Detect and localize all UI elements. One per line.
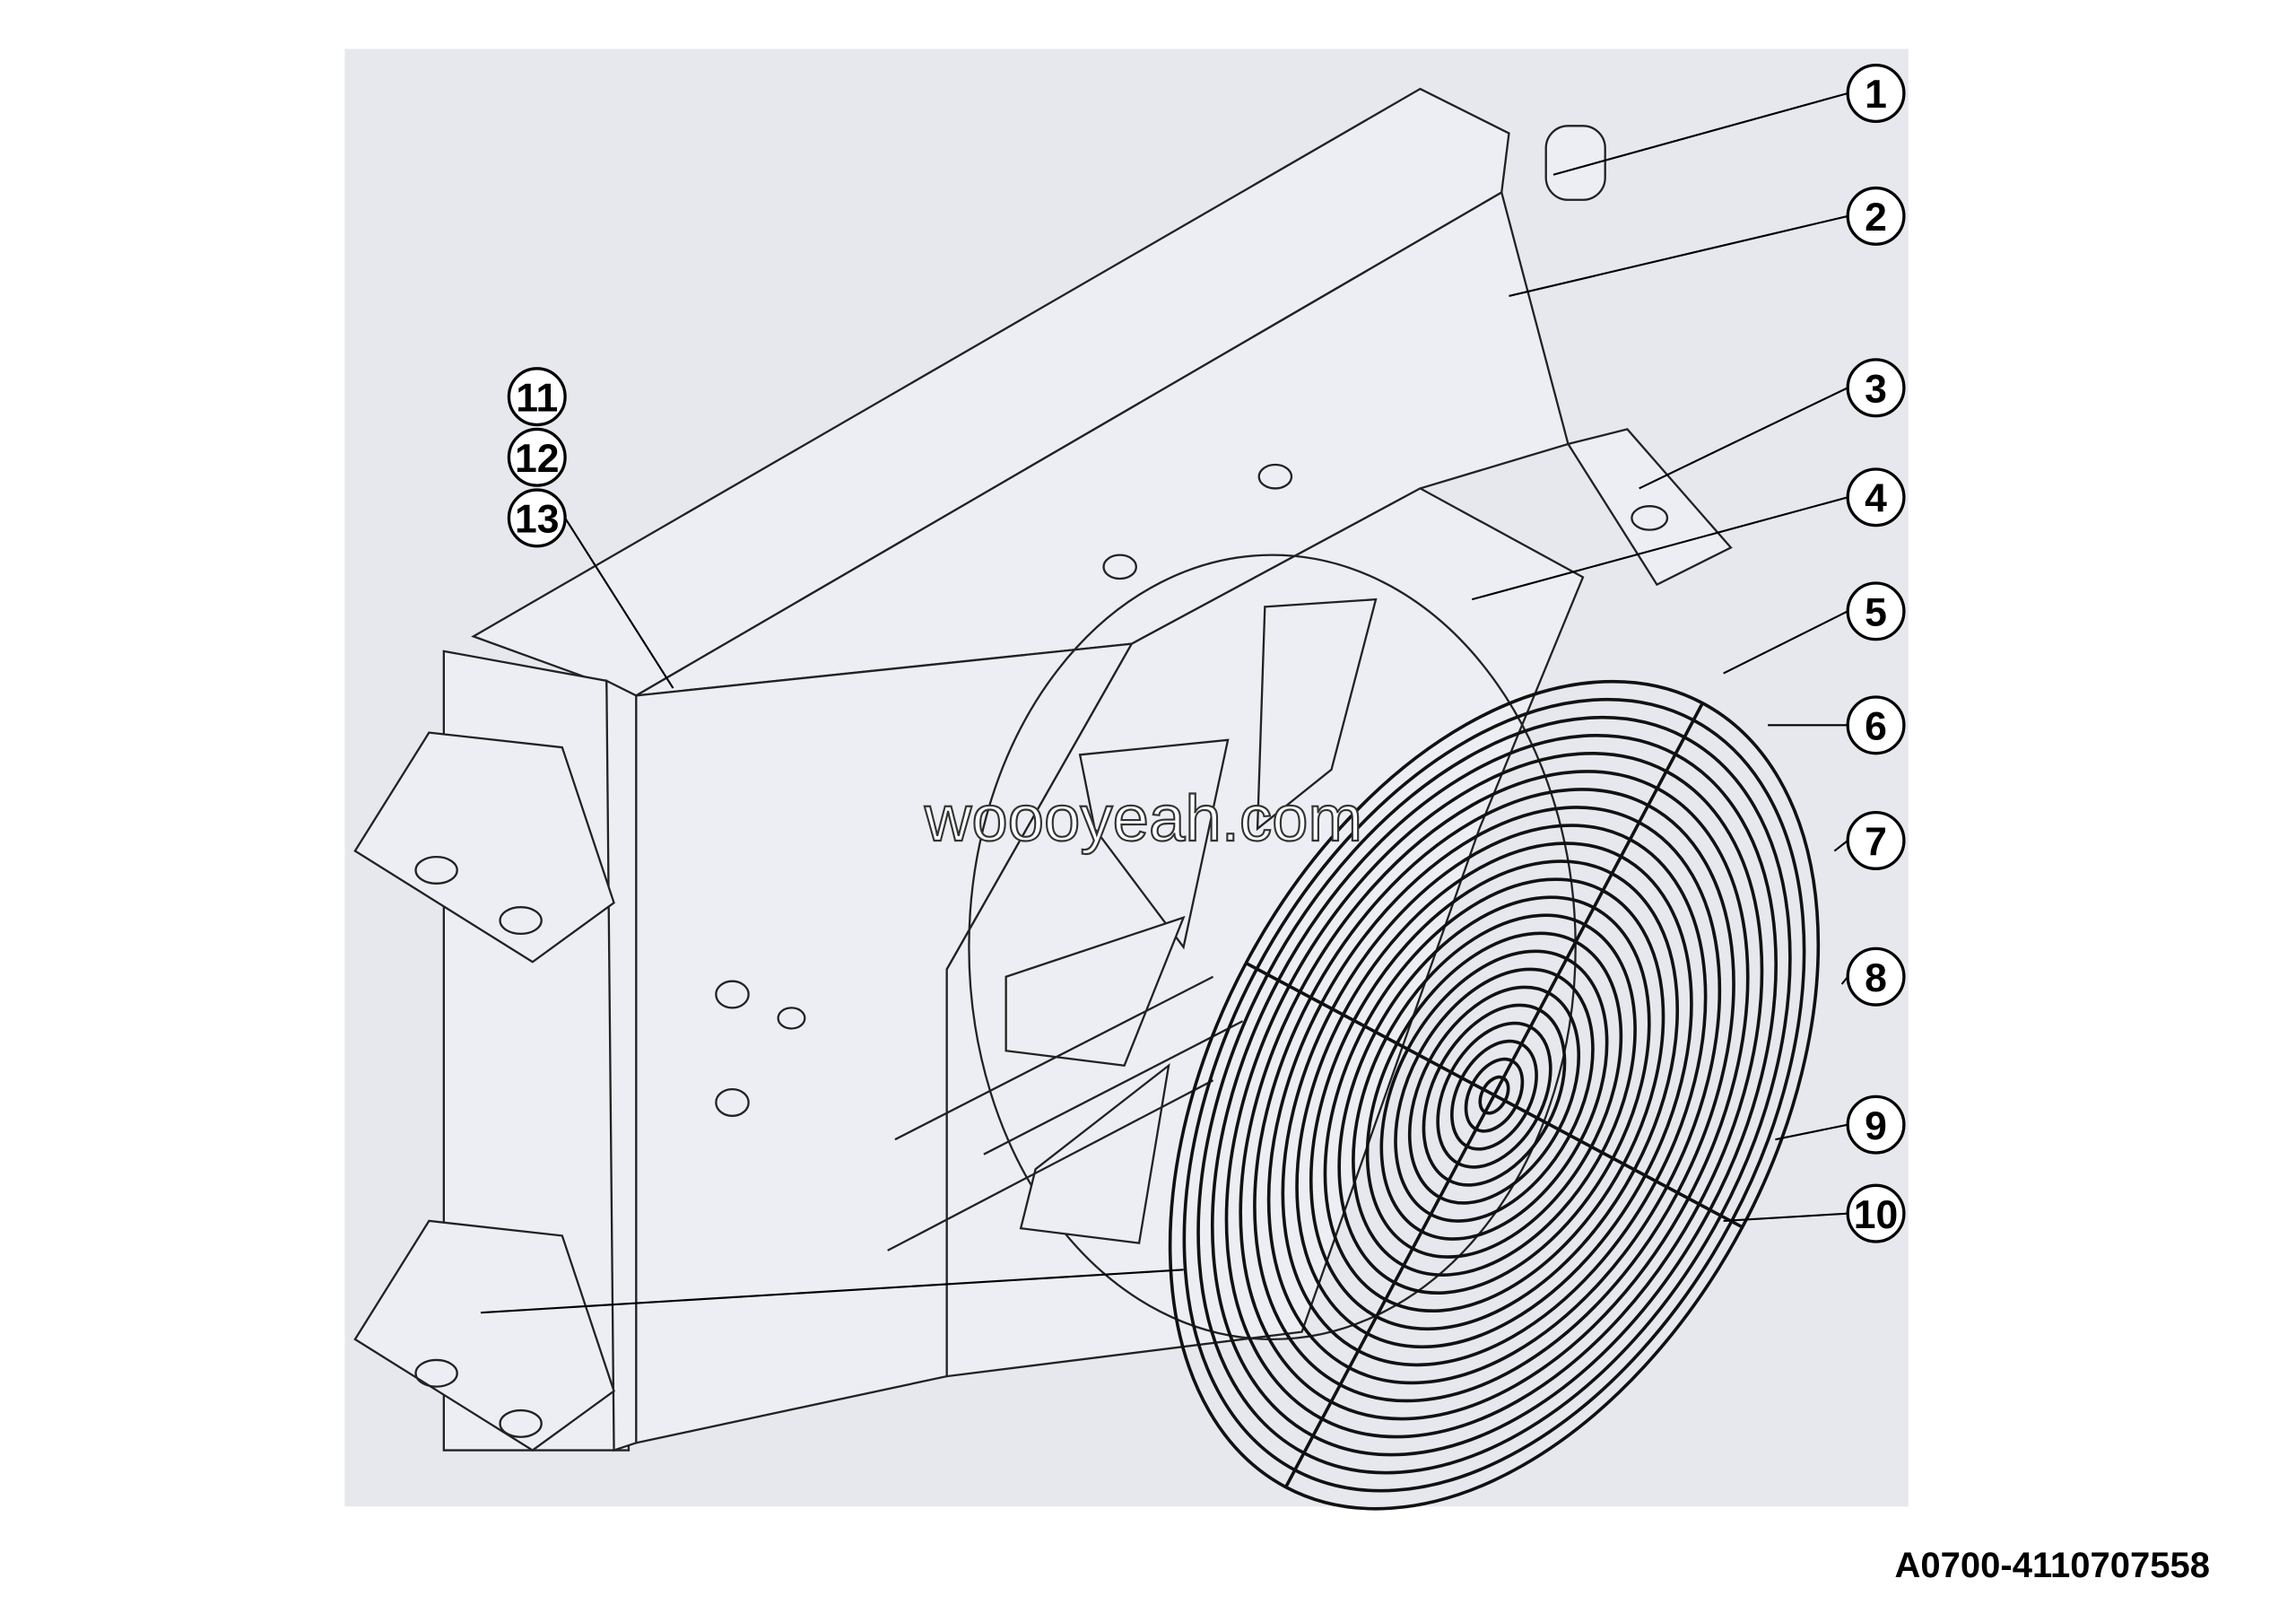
leader-line bbox=[481, 1269, 1184, 1314]
callout-number: 6 bbox=[1865, 704, 1887, 748]
leader-line bbox=[1639, 387, 1848, 490]
callout-2: 2 bbox=[1509, 186, 1906, 298]
leader-line bbox=[564, 517, 674, 689]
callout-8: 8 bbox=[1840, 946, 1906, 1007]
leader-line bbox=[1552, 92, 1848, 176]
callout-number: 10 bbox=[1854, 1193, 1899, 1237]
fan-blades bbox=[1004, 597, 1378, 1244]
callout-10: 10 bbox=[1723, 1183, 1906, 1243]
callout-number: 9 bbox=[1865, 1104, 1887, 1148]
leader-line bbox=[1723, 610, 1848, 675]
radiator-body bbox=[353, 87, 1733, 1452]
leader-line bbox=[1775, 1123, 1848, 1141]
callout-circle bbox=[1846, 946, 1906, 1007]
callout-circle bbox=[1846, 64, 1906, 123]
callout-5: 5 bbox=[1723, 581, 1906, 675]
callout-circle bbox=[1846, 581, 1906, 641]
callout-circle bbox=[1846, 695, 1906, 755]
callout-circle bbox=[507, 488, 567, 548]
callout-12: 12 bbox=[507, 427, 567, 487]
callout-3: 3 bbox=[1639, 358, 1906, 490]
callout-circle bbox=[1846, 1094, 1906, 1155]
callout-circle bbox=[507, 367, 567, 427]
callout-number: 2 bbox=[1865, 196, 1887, 240]
callout-number: 13 bbox=[515, 498, 560, 542]
callout-7: 7 bbox=[1833, 810, 1906, 870]
callout-circle bbox=[1846, 467, 1906, 528]
callout-number: 7 bbox=[1865, 820, 1887, 864]
watermark: woooyeah.com bbox=[924, 782, 1362, 855]
callout-circle bbox=[507, 427, 567, 487]
callout-circle bbox=[1846, 186, 1906, 246]
callout-11: 11 bbox=[507, 367, 567, 427]
callout-number: 1 bbox=[1865, 73, 1887, 117]
callout-13: 13 bbox=[507, 488, 674, 689]
callout-number: 11 bbox=[516, 376, 558, 420]
callout-circle bbox=[1846, 810, 1906, 870]
callout-9: 9 bbox=[1775, 1094, 1906, 1155]
callout-number: 12 bbox=[515, 437, 560, 481]
callout-number: 5 bbox=[1865, 590, 1887, 634]
callout-6: 6 bbox=[1768, 695, 1906, 755]
leader-line bbox=[1509, 214, 1848, 298]
mounting-rods bbox=[887, 975, 1244, 1251]
callout-circle bbox=[1846, 358, 1906, 418]
callout-1: 1 bbox=[1552, 64, 1906, 176]
callout-circle bbox=[1846, 1183, 1906, 1243]
leader-line bbox=[1723, 1212, 1848, 1222]
part-code: A0700-4110707558 bbox=[1894, 1546, 2210, 1585]
callout-number: 3 bbox=[1865, 367, 1887, 411]
callout-number: 8 bbox=[1865, 956, 1887, 1000]
callout-number: 4 bbox=[1865, 476, 1887, 520]
leader-line bbox=[1471, 496, 1848, 601]
leader-line bbox=[1833, 840, 1848, 852]
callout-4: 4 bbox=[1471, 467, 1906, 601]
